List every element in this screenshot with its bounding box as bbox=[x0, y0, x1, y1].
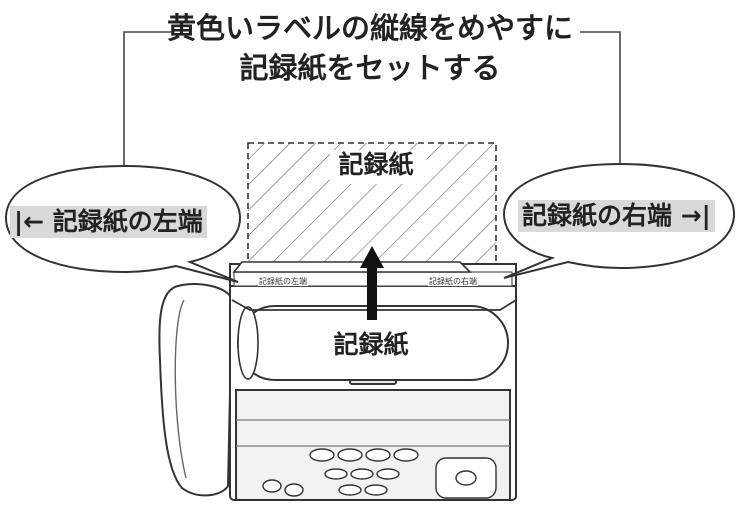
paper-sheet-label: 記録紙 bbox=[338, 150, 414, 179]
left-edge-label: |← 記録紙の左端 bbox=[10, 206, 207, 238]
instruction-leader-lines bbox=[123, 31, 621, 166]
up-arrow-icon bbox=[360, 246, 384, 320]
yellow-label-left-text: 記録紙の左端 bbox=[258, 277, 308, 286]
instruction-line-1: 黄色いラベルの縦線をめやすに bbox=[166, 11, 573, 45]
control-panel-buttons bbox=[262, 448, 497, 499]
instruction-line-2: 記録紙をセットする bbox=[239, 51, 501, 85]
phone-handset-icon bbox=[158, 282, 234, 497]
yellow-label-right-text: 記録紙の右端 bbox=[428, 277, 478, 286]
paper-roll-label: 記録紙 bbox=[333, 330, 409, 359]
right-edge-label: 記録紙の右端 →| bbox=[518, 200, 715, 232]
